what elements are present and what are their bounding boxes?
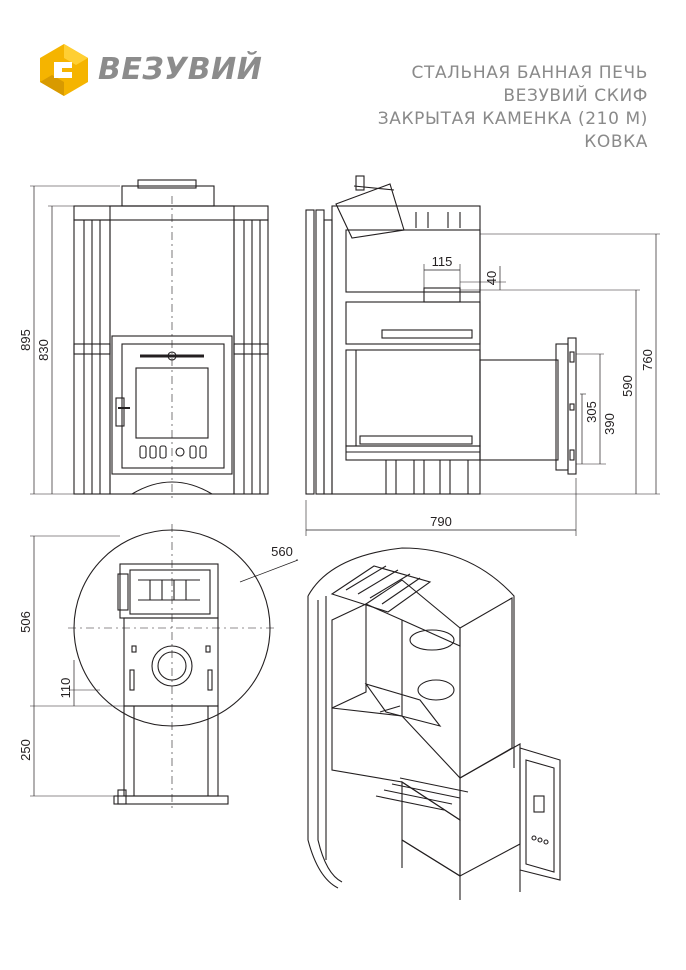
dim-chimney-width: 115 [432, 254, 453, 269]
brand-logo-mark-icon [40, 44, 88, 96]
dim-tunnel-opening: 305 [584, 401, 599, 423]
dim-tunnel-length: 250 [18, 739, 33, 761]
title-line-2: ВЕЗУВИЙ СКИФ [503, 86, 648, 106]
dim-body-diameter: 560 [271, 544, 293, 559]
dim-plan-depth: 506 [18, 611, 33, 633]
plan-view [30, 524, 299, 812]
dim-chimney-height: 40 [484, 271, 499, 285]
dim-plan-offset: 110 [58, 678, 73, 699]
front-view [30, 179, 269, 500]
dim-overall-height: 895 [18, 329, 33, 351]
title-line-3: ЗАКРЫТАЯ КАМЕНКА (210 М) [377, 109, 648, 129]
brand-logo: ВЕЗУВИЙ [36, 42, 266, 98]
product-title: СТАЛЬНАЯ БАННАЯ ПЕЧЬ ВЕЗУВИЙ СКИФ ЗАКРЫТ… [378, 62, 648, 154]
isometric-view [307, 547, 561, 900]
title-line-4: КОВКА [584, 132, 648, 152]
dim-tunnel-mid: 390 [602, 413, 617, 435]
dim-body-height: 830 [36, 339, 51, 361]
dim-overall-depth: 790 [430, 514, 452, 529]
dim-tunnel-top-height: 590 [620, 375, 635, 397]
dim-tunnel-total-height: 760 [640, 349, 655, 371]
side-view [305, 175, 660, 536]
title-line-1: СТАЛЬНАЯ БАННАЯ ПЕЧЬ [411, 63, 648, 83]
brand-logo-text: ВЕЗУВИЙ [98, 52, 263, 87]
